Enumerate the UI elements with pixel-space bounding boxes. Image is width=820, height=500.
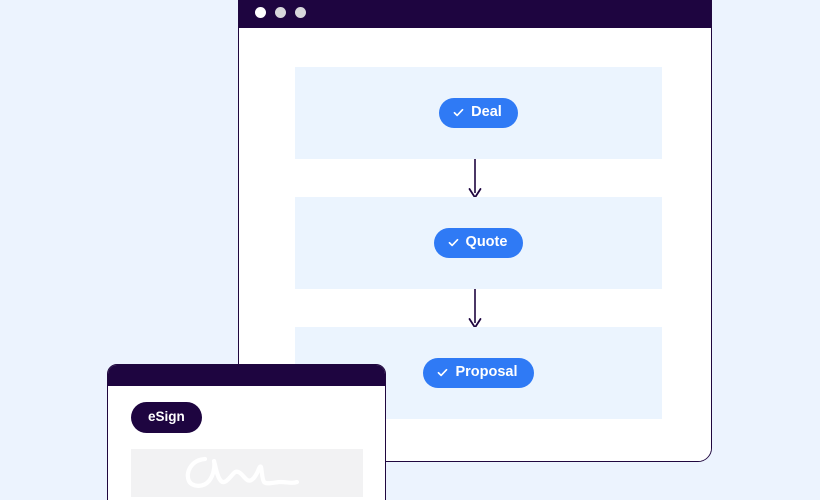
stage-row-deal: Deal (295, 67, 662, 159)
window-dot-maximize-icon[interactable] (295, 7, 306, 18)
esign-body: eSign (108, 386, 385, 497)
check-icon (453, 108, 464, 117)
esign-titlebar (108, 365, 385, 386)
check-icon (448, 238, 458, 247)
esign-badge[interactable]: eSign (131, 402, 202, 433)
stage-pill-deal-label: Deal (471, 104, 502, 121)
signature-field[interactable] (131, 448, 363, 497)
stage-pill-quote-label: Quote (465, 234, 508, 251)
stage-row-quote: Quote (295, 197, 662, 289)
stage-pill-proposal-label: Proposal (455, 364, 518, 381)
signature-scribble-icon (185, 456, 300, 488)
arrow-deal-to-quote-icon (468, 159, 482, 199)
pipeline-titlebar (239, 0, 711, 28)
pipeline-body: Deal Quote (239, 28, 711, 461)
stage-pill-deal[interactable]: Deal (439, 98, 518, 128)
esign-window: eSign (107, 364, 386, 500)
check-icon (438, 368, 448, 377)
deal-pipeline-window: Deal Quote (238, 0, 712, 462)
arrow-quote-to-proposal-icon (468, 289, 482, 329)
window-dot-minimize-icon[interactable] (275, 7, 286, 18)
stage-pill-proposal[interactable]: Proposal (423, 358, 534, 388)
stage-pill-quote[interactable]: Quote (433, 228, 524, 258)
window-dot-close-icon[interactable] (255, 7, 266, 18)
